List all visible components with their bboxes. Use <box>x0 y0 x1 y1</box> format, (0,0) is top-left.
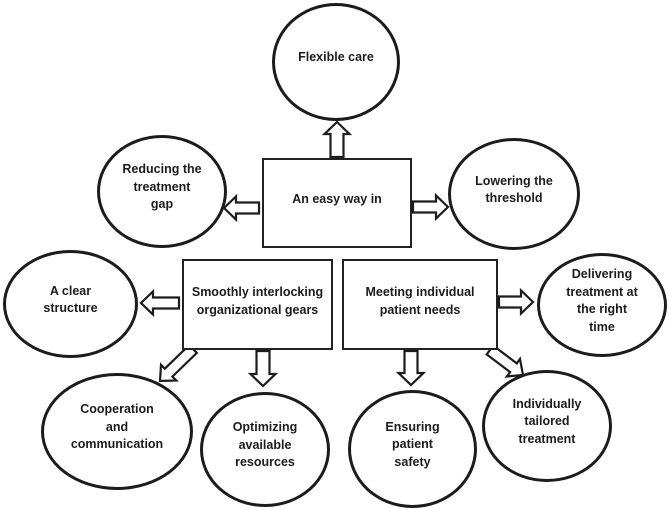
node-lowering-threshold-label: Lowering the threshold <box>475 173 553 208</box>
node-optimizing-resources-label: Optimizing available resources <box>233 419 298 472</box>
label-line: threshold <box>485 191 543 205</box>
node-smoothly-interlocking-gears-label: Smoothly interlocking organizational gea… <box>192 284 323 319</box>
label-line: Optimizing <box>232 420 298 435</box>
node-easy-way-in-label: An easy way in <box>292 191 382 209</box>
arrow-meeting-to-ensuring-icon <box>395 349 427 387</box>
label-line: tailored <box>524 414 570 429</box>
label-line: patient needs <box>379 302 461 317</box>
node-clear-structure: A clear structure <box>3 250 138 358</box>
label-line: Meeting individual <box>365 285 475 299</box>
label-line: An easy way in <box>292 192 382 207</box>
label-line: Reducing the <box>122 162 202 177</box>
label-line: Lowering the <box>475 173 553 188</box>
node-cooperation-communication: Cooperation and communication <box>41 373 193 490</box>
label-line: Ensuring <box>385 419 440 434</box>
label-line: patient <box>392 437 433 452</box>
label-line: safety <box>394 454 431 469</box>
node-clear-structure-label: A clear structure <box>43 283 97 318</box>
node-reducing-treatment-gap: Reducing the treatment gap <box>97 135 227 248</box>
label-line: treatment <box>133 179 191 194</box>
label-line: Individually <box>512 396 582 411</box>
node-ensuring-patient-safety-label: Ensuring patient safety <box>385 419 439 472</box>
label-line: organizational gears <box>196 302 319 317</box>
node-ensuring-patient-safety: Ensuring patient safety <box>348 390 477 508</box>
node-flexible-care-label: Flexible care <box>298 49 374 67</box>
arrow-meeting-to-individually-icon <box>485 344 525 378</box>
label-line: and <box>105 419 129 434</box>
label-line: Delivering <box>571 267 633 281</box>
arrow-smoothly-to-clear-structure-icon <box>139 288 181 318</box>
arrow-meeting-to-delivering-icon <box>497 287 535 317</box>
node-individually-tailored-label: Individually tailored treatment <box>513 396 582 449</box>
arrow-smoothly-to-optimizing-icon <box>247 349 279 388</box>
node-smoothly-interlocking-gears: Smoothly interlocking organizational gea… <box>182 259 333 350</box>
label-line: communication <box>70 437 164 452</box>
node-individually-tailored: Individually tailored treatment <box>482 370 612 482</box>
label-line: time <box>589 319 615 334</box>
node-flexible-care: Flexible care <box>272 3 400 121</box>
node-meeting-patient-needs-label: Meeting individual patient needs <box>365 284 474 319</box>
node-delivering-treatment-label: Delivering treatment at the right time <box>566 266 638 336</box>
label-line: gap <box>150 197 174 212</box>
arrow-easy-way-to-reducing-gap-icon <box>222 193 261 223</box>
label-line: treatment <box>518 431 576 446</box>
label-line: structure <box>43 301 98 315</box>
label-line: Smoothly interlocking <box>191 285 324 299</box>
node-optimizing-resources: Optimizing available resources <box>200 392 330 507</box>
label-line: treatment at <box>566 284 638 299</box>
label-line: Cooperation <box>80 402 154 417</box>
arrow-easy-way-to-lowering-threshold-icon <box>411 192 450 222</box>
label-line: Flexible care <box>298 50 374 65</box>
label-line: available <box>238 437 292 452</box>
node-cooperation-communication-label: Cooperation and communication <box>71 401 163 454</box>
node-easy-way-in: An easy way in <box>262 158 412 248</box>
label-line: the right <box>576 302 627 316</box>
label-line: A clear <box>49 283 92 298</box>
node-meeting-patient-needs: Meeting individual patient needs <box>342 259 498 350</box>
node-lowering-threshold: Lowering the threshold <box>448 138 580 250</box>
node-reducing-treatment-gap-label: Reducing the treatment gap <box>122 161 201 214</box>
label-line: resources <box>235 455 295 470</box>
arrow-easy-way-to-flexible-care-icon <box>321 120 353 159</box>
arrow-smoothly-to-cooperation-icon <box>158 343 199 383</box>
node-delivering-treatment: Delivering treatment at the right time <box>537 253 667 357</box>
